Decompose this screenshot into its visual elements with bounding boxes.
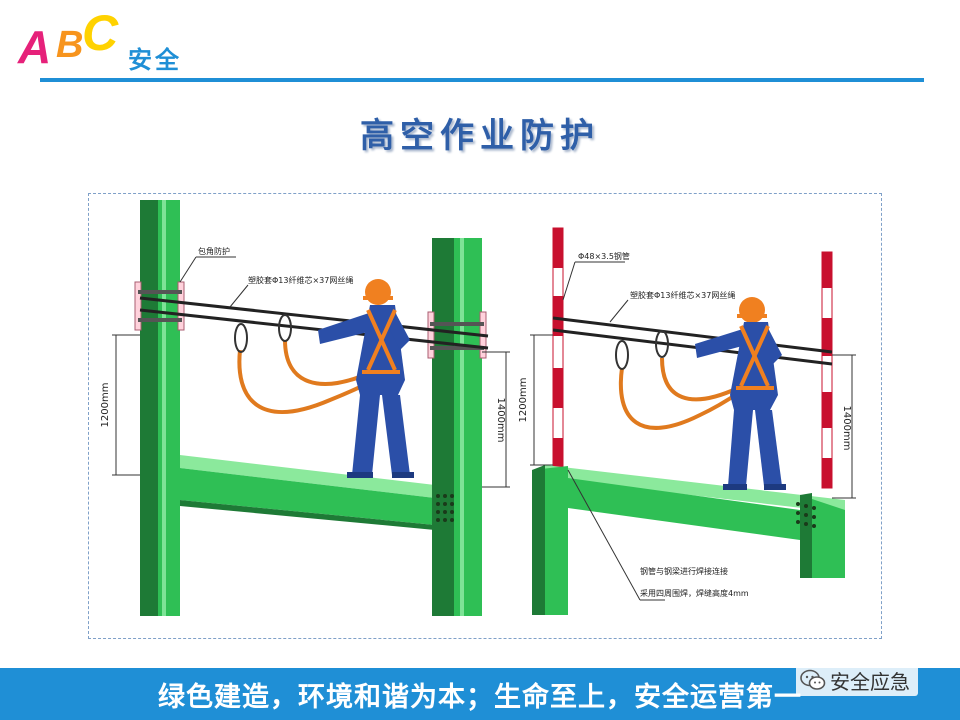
left-dimension-1200 [112, 334, 140, 476]
logo-letter-a: A [18, 21, 52, 73]
right-steel-pipe-post [821, 251, 833, 489]
right-lifeline-rope [552, 316, 833, 366]
right-lanyard [618, 357, 742, 430]
left-carabiner-hook [234, 314, 292, 353]
right-dimension-1200 [530, 334, 553, 466]
watermark: 安全应急 [796, 664, 918, 696]
weld-note-line1: 钢管与钢梁进行焊接连接 [640, 566, 728, 576]
left-rope-label: 塑胶套Φ13纤维芯×37网丝绳 [248, 275, 353, 285]
logo-text: 安全 [128, 46, 182, 74]
left-lifeline-rope [139, 296, 489, 350]
header-divider [40, 78, 924, 82]
left-worker [318, 279, 414, 478]
diagram-frame [88, 193, 882, 639]
left-steel-column [140, 200, 180, 616]
right-dim-1400-label: 1400mm [841, 406, 852, 451]
right-carabiner-hook [615, 330, 669, 370]
page-title: 高空作业防护 [360, 116, 600, 156]
right-rope-label: 塑胶套Φ13纤维芯×37网丝绳 [630, 290, 735, 300]
logo-letter-c: C [82, 5, 119, 61]
left-corner-clamp [134, 281, 185, 331]
left-steel-column-2 [432, 238, 482, 616]
right-worker [695, 297, 786, 490]
right-dim-1200-label: 1200mm [518, 378, 529, 423]
left-dimension-1400 [482, 351, 510, 488]
right-dimension-1400 [832, 354, 856, 499]
steel-pipe-label: Φ48×3.5钢管 [578, 251, 630, 261]
wechat-icon [800, 669, 826, 690]
left-dim-1400-label: 1400mm [495, 398, 506, 443]
left-dim-1200-label: 1200mm [100, 383, 111, 428]
left-steel-pipe-post [552, 227, 564, 469]
left-scene [112, 200, 510, 616]
right-scene [530, 227, 856, 615]
logo-letter-b: B [56, 24, 84, 66]
abc-safety-logo: A B C 安全 [18, 4, 218, 74]
footer-slogan: 绿色建造，环境和谐为本；生命至上，安全运营第一 [158, 682, 802, 713]
corner-protection-label: 包角防护 [198, 246, 230, 256]
right-steel-beam [532, 465, 845, 615]
left-steel-beam [180, 455, 435, 530]
watermark-text: 安全应急 [830, 669, 910, 694]
weld-note-line2: 采用四周围焊，焊缝高度4mm [640, 588, 749, 598]
